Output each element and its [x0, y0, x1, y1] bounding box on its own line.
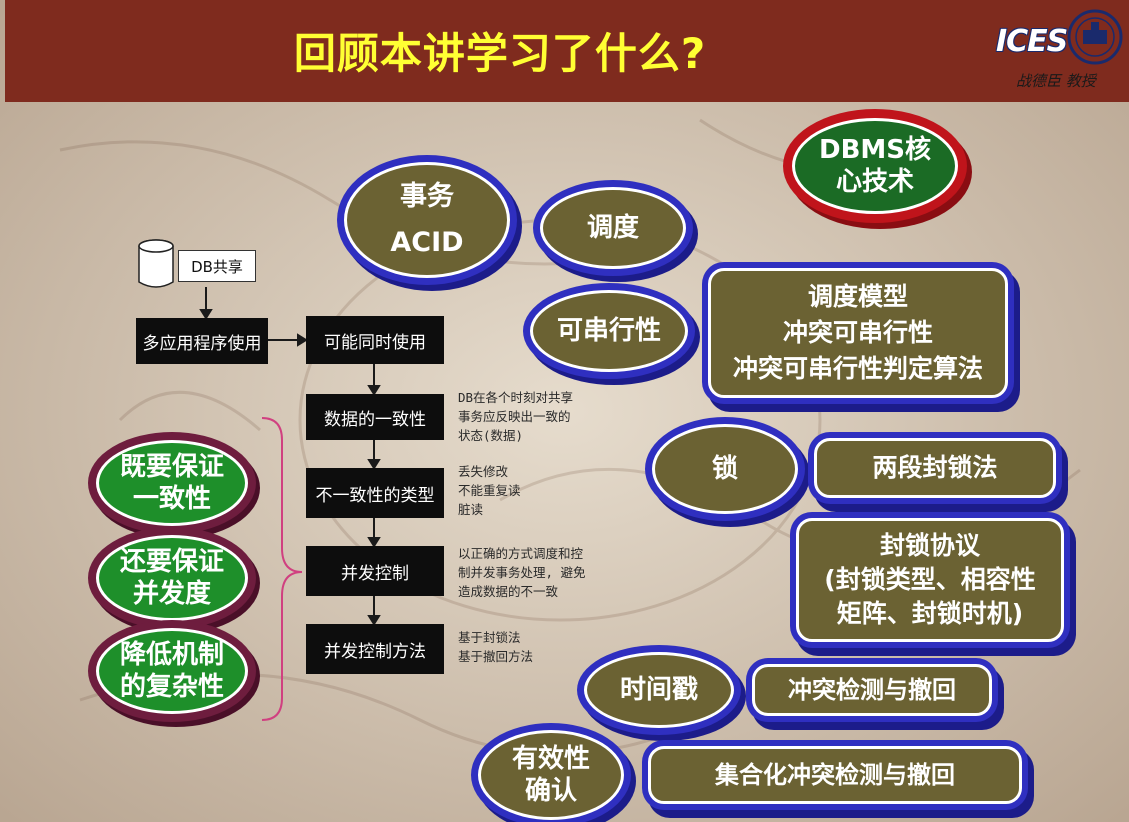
goal-consistency: 既要保证一致性: [96, 440, 248, 526]
goal-complexity: 降低机制的复杂性: [96, 628, 248, 714]
control-methods-box: 并发控制方法: [306, 624, 444, 674]
note-methods: 基于封锁法 基于撤回方法: [458, 630, 534, 664]
note-consistency: DB在各个时刻对共享 事务应反映出一致的 状态(数据): [458, 390, 574, 443]
note-types: 丢失修改 不能重复读 脏读: [458, 464, 521, 517]
ices-logo: ICES: [996, 6, 1124, 66]
conflict-detect-box: 冲突检测与撤回: [752, 664, 992, 716]
two-phase-lock-box: 两段封锁法: [814, 438, 1056, 498]
schedule-ellipse: 调度: [540, 187, 686, 269]
validation-ellipse: 有效性确认: [478, 730, 624, 820]
serializability-ellipse: 可串行性: [530, 290, 688, 372]
multi-app-box: 多应用程序使用: [136, 318, 268, 364]
university-seal-icon: [1067, 9, 1123, 65]
note-control: 以正确的方式调度和控 制并发事务处理, 避免 造成数据的不一致: [458, 546, 586, 599]
database-cylinder-icon: [138, 239, 174, 288]
consistency-box: 数据的一致性: [306, 394, 444, 440]
curly-brace: [261, 417, 303, 721]
goal-concurrency: 还要保证并发度: [96, 535, 248, 621]
logo-text: ICES: [996, 24, 1068, 59]
lock-ellipse: 锁: [652, 424, 798, 514]
concurrent-use-box: 可能同时使用: [306, 316, 444, 364]
author-name: 战德臣 教授: [1016, 72, 1096, 90]
serializability-detail-box: 调度模型 冲突可串行性 冲突可串行性判定算法: [708, 268, 1008, 398]
page-title: 回顾本讲学习了什么?: [293, 29, 707, 78]
timestamp-ellipse: 时间戳: [584, 652, 734, 728]
db-share-label: DB共享: [178, 250, 256, 282]
concurrency-control-box: 并发控制: [306, 546, 444, 596]
lock-protocol-box: 封锁协议 (封锁类型、相容性 矩阵、封锁时机): [796, 518, 1064, 642]
inconsistency-types-box: 不一致性的类型: [306, 468, 444, 518]
dbms-core-ellipse: DBMS核心技术: [792, 118, 958, 214]
header-bar: [5, 0, 1129, 102]
set-conflict-detect-box: 集合化冲突检测与撤回: [648, 746, 1022, 804]
